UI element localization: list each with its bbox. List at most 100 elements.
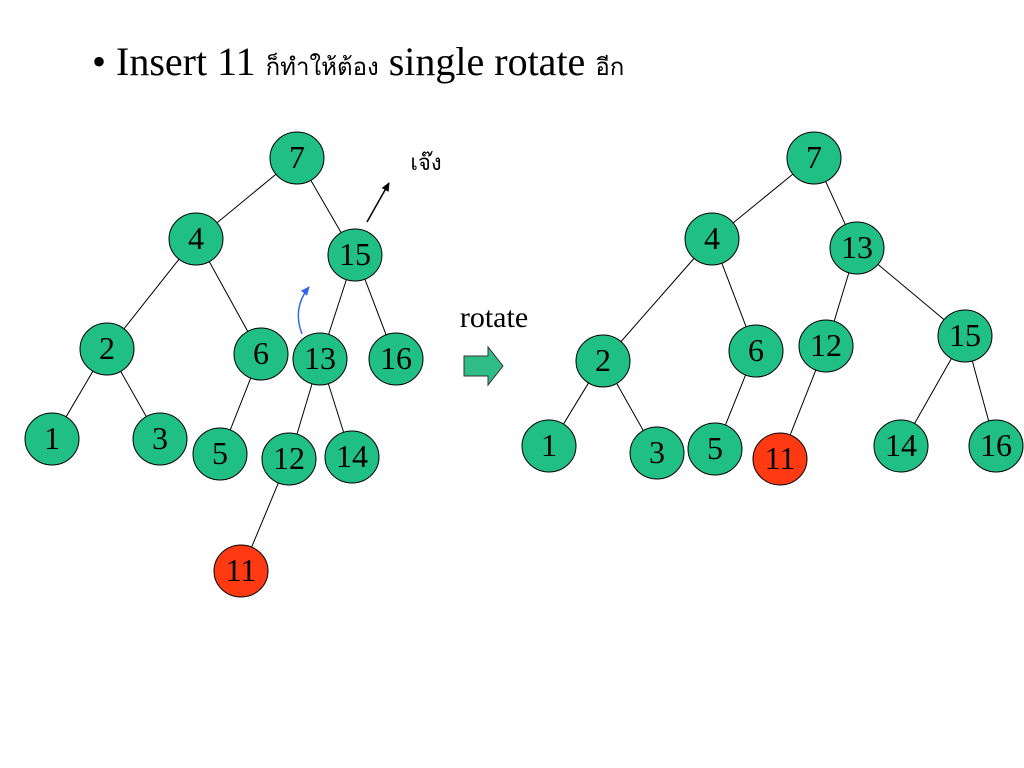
- unbalanced-label: เจ๊ง: [410, 151, 441, 176]
- tree-edge-before-2-3: [120, 371, 147, 417]
- node-label: 7: [806, 139, 822, 175]
- node-circle: [292, 332, 348, 386]
- node-circle: [575, 334, 631, 388]
- node-circle: [79, 322, 135, 376]
- title-text-insert: Insert 11: [116, 39, 256, 84]
- tree-edge-after-4-6: [721, 263, 747, 327]
- tree-edge-before-4-6: [208, 261, 249, 332]
- tree-node-after-11: 11: [752, 432, 808, 486]
- node-label: 16: [380, 340, 412, 376]
- node-circle: [324, 430, 380, 484]
- node-label: 6: [253, 335, 269, 371]
- node-circle: [368, 332, 424, 386]
- title-text-thai-again: อีก: [595, 53, 625, 81]
- tree-edge-after-13-12: [833, 272, 850, 322]
- tree-edge-before-6-5: [229, 377, 252, 431]
- tree-edge-before-13-14: [327, 383, 345, 433]
- rotate-block-arrow-icon: [463, 345, 504, 387]
- tree-node-after-13: 13: [829, 221, 885, 275]
- node-circle: [213, 544, 269, 598]
- tree-node-before-12: 12: [261, 432, 317, 486]
- tree-node-after-5: 5: [687, 422, 743, 476]
- node-label: 13: [304, 340, 336, 376]
- node-label: 1: [44, 420, 60, 456]
- title-text-thai-cause: ก็ทำให้ต้อง: [265, 53, 379, 81]
- tree-edge-before-13-12: [296, 383, 313, 435]
- tree-edge-after-12-11: [789, 369, 817, 436]
- node-label: 1: [541, 427, 557, 463]
- node-circle: [937, 309, 993, 363]
- tree-node-before-15: 15: [327, 228, 383, 282]
- tree-node-before-11: 11: [213, 544, 269, 598]
- node-label: 12: [810, 327, 842, 363]
- tree-edge-before-7-4: [216, 173, 277, 224]
- tree-node-before-2: 2: [79, 322, 135, 376]
- title-text-single-rotate: single rotate: [388, 39, 586, 84]
- tree-edge-after-15-16: [971, 360, 990, 422]
- node-circle: [728, 324, 784, 378]
- tree-node-after-7: 7: [786, 131, 842, 185]
- tree-node-before-4: 4: [168, 212, 224, 266]
- node-circle: [192, 427, 248, 481]
- tree-edge-after-2-3: [616, 383, 644, 431]
- node-label: 12: [273, 440, 305, 476]
- tree-edge-before-2-1: [65, 370, 94, 418]
- tree-node-after-14: 14: [873, 419, 929, 473]
- node-circle: [684, 212, 740, 266]
- tree-node-before-6: 6: [233, 327, 289, 381]
- tree-edge-after-7-4: [732, 173, 794, 224]
- node-label: 5: [212, 435, 228, 471]
- tree-node-after-16: 16: [968, 419, 1024, 473]
- tree-node-after-1: 1: [521, 419, 577, 473]
- node-circle: [873, 419, 929, 473]
- node-label: 16: [980, 427, 1012, 463]
- tree-edge-after-2-1: [563, 382, 589, 425]
- bullet-glyph: •: [92, 39, 107, 84]
- tree-node-after-4: 4: [684, 212, 740, 266]
- node-circle: [327, 228, 383, 282]
- node-label: 14: [885, 427, 917, 463]
- tree-node-before-5: 5: [192, 427, 248, 481]
- rotate-label: rotate: [460, 301, 528, 334]
- tree-node-before-7: 7: [269, 131, 325, 185]
- slide-title: • Insert 11 ก็ทำให้ต้อง single rotate อี…: [92, 38, 624, 91]
- edges-layer: [65, 173, 990, 548]
- tree-edge-before-7-15: [310, 180, 342, 233]
- node-label: 11: [226, 552, 257, 588]
- node-label: 4: [188, 220, 204, 256]
- tree-edge-before-15-13: [328, 279, 347, 335]
- node-circle: [132, 412, 188, 466]
- rotation-curved-arrow: [297, 286, 310, 335]
- tree-node-after-2: 2: [575, 334, 631, 388]
- node-circle: [687, 422, 743, 476]
- node-label: 3: [152, 420, 168, 456]
- tree-node-after-6: 6: [728, 324, 784, 378]
- tree-edge-after-13-15: [877, 264, 945, 320]
- tree-edge-before-4-2: [123, 258, 180, 330]
- node-label: 6: [748, 332, 764, 368]
- node-circle: [233, 327, 289, 381]
- node-label: 3: [649, 434, 665, 470]
- node-label: 4: [704, 220, 720, 256]
- node-label: 5: [707, 430, 723, 466]
- node-label: 11: [765, 440, 796, 476]
- node-circle: [261, 432, 317, 486]
- tree-node-before-14: 14: [324, 430, 380, 484]
- node-label: 2: [99, 330, 115, 366]
- tree-node-before-16: 16: [368, 332, 424, 386]
- node-circle: [24, 412, 80, 466]
- tree-node-before-1: 1: [24, 412, 80, 466]
- node-label: 15: [339, 236, 371, 272]
- tree-node-after-15: 15: [937, 309, 993, 363]
- node-label: 15: [949, 317, 981, 353]
- node-circle: [968, 419, 1024, 473]
- tree-node-before-13: 13: [292, 332, 348, 386]
- tree-node-before-3: 3: [132, 412, 188, 466]
- node-label: 14: [336, 438, 368, 474]
- node-circle: [752, 432, 808, 486]
- node-circle: [168, 212, 224, 266]
- node-circle: [798, 319, 854, 373]
